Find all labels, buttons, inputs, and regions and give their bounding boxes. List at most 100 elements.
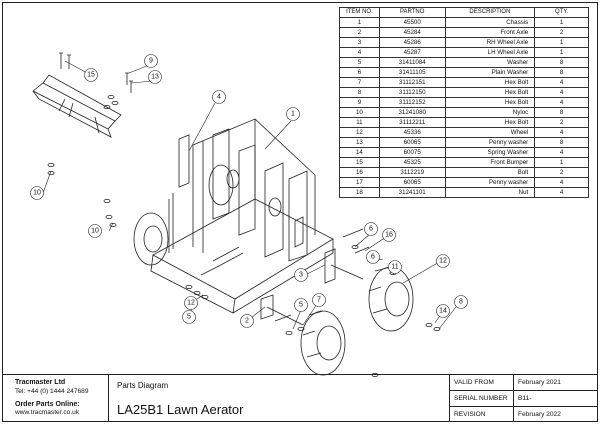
partno-cell: 31241080 bbox=[378, 107, 446, 118]
callout-15: 15 bbox=[87, 72, 95, 79]
callout-11: 11 bbox=[391, 264, 398, 271]
company-name: Tracmaster Ltd bbox=[15, 379, 66, 386]
callout-9: 9 bbox=[149, 58, 153, 65]
front-axle-drawing bbox=[260, 248, 364, 326]
partno-cell: 31112152 bbox=[378, 97, 446, 108]
description-cell: Penny washer bbox=[444, 177, 536, 188]
chassis-drawing bbox=[150, 118, 334, 314]
callout-13: 13 bbox=[151, 74, 159, 81]
order-parts-label: Order Parts Online: bbox=[15, 401, 80, 408]
description-cell: RH Wheel Axle bbox=[444, 37, 536, 48]
meta-label: REVISION bbox=[449, 406, 514, 422]
col-qty: QTY. bbox=[534, 7, 589, 18]
wheels-drawing bbox=[133, 164, 414, 376]
description-cell: Front Bumper bbox=[444, 157, 536, 168]
section-title: Parts Diagram bbox=[117, 381, 169, 390]
partno-cell: 45287 bbox=[378, 47, 446, 58]
description-cell: Nut bbox=[444, 187, 536, 198]
callout-2: 2 bbox=[245, 318, 249, 325]
partno-cell: 45284 bbox=[378, 27, 446, 38]
partno-cell: 45286 bbox=[378, 37, 446, 48]
callout-14: 14 bbox=[439, 308, 447, 315]
meta-value: February 2021 bbox=[513, 375, 597, 392]
item-no-cell: 8 bbox=[339, 87, 380, 98]
item-no-cell: 9 bbox=[339, 97, 380, 108]
callout-5: 5 bbox=[299, 302, 303, 309]
item-no-cell: 2 bbox=[339, 27, 380, 38]
qty-cell: 2 bbox=[534, 27, 589, 38]
qty-cell: 8 bbox=[534, 67, 589, 78]
partno-cell: 31112211 bbox=[378, 117, 446, 128]
description-cell: Wheel bbox=[444, 127, 536, 138]
meta-value: B11- bbox=[513, 390, 597, 407]
item-no-cell: 17 bbox=[339, 177, 380, 188]
qty-cell: 2 bbox=[534, 117, 589, 128]
description-cell: Hex Bolt bbox=[444, 77, 536, 88]
item-no-cell: 11 bbox=[339, 117, 380, 128]
item-no-cell: 7 bbox=[339, 77, 380, 88]
partno-cell: 45500 bbox=[378, 17, 446, 28]
callout-7: 7 bbox=[317, 297, 321, 304]
partno-cell: 31112150 bbox=[378, 87, 446, 98]
title-block: Tracmaster Ltd Tel: +44 (0) 1444 247689 … bbox=[3, 374, 597, 422]
partno-cell: 31112151 bbox=[378, 77, 446, 88]
callout-6-lower: 6 bbox=[371, 254, 375, 261]
item-no-cell: 13 bbox=[339, 137, 380, 148]
callout-6: 6 bbox=[369, 226, 373, 233]
item-no-cell: 18 bbox=[339, 187, 380, 198]
meta-row-valid-from: VALID FROM February 2021 bbox=[449, 375, 597, 392]
item-no-cell: 14 bbox=[339, 147, 380, 158]
qty-cell: 4 bbox=[534, 187, 589, 198]
qty-cell: 4 bbox=[534, 77, 589, 88]
callout-10-left: 10 bbox=[33, 190, 41, 197]
partno-cell: 45325 bbox=[378, 157, 446, 168]
meta-row-serial-number: SERIAL NUMBER B11- bbox=[449, 390, 597, 407]
item-no-cell: 10 bbox=[339, 107, 380, 118]
description-cell: Bolt bbox=[444, 167, 536, 178]
partno-cell: 60075 bbox=[378, 147, 446, 158]
item-no-cell: 5 bbox=[339, 57, 380, 68]
callout-10-lower: 12 bbox=[187, 300, 195, 307]
callout-10-wheel: 10 bbox=[91, 228, 99, 235]
qty-cell: 8 bbox=[534, 137, 589, 148]
partno-cell: 3112219 bbox=[378, 167, 446, 178]
product-title: LA25B1 Lawn Aerator bbox=[117, 402, 244, 417]
partno-cell: 60065 bbox=[378, 137, 446, 148]
website-link[interactable]: www.tracmaster.co.uk bbox=[15, 409, 80, 416]
company-phone: Tel: +44 (0) 1444 247689 bbox=[15, 388, 89, 395]
meta-row-revision: REVISION February 2022 bbox=[449, 406, 597, 422]
callout-4: 4 bbox=[217, 94, 221, 101]
description-cell: Spring Washer bbox=[444, 147, 536, 158]
partno-cell: 45336 bbox=[378, 127, 446, 138]
callout-12: 12 bbox=[439, 258, 447, 265]
qty-cell: 4 bbox=[534, 97, 589, 108]
item-no-cell: 15 bbox=[339, 157, 380, 168]
qty-cell: 8 bbox=[534, 107, 589, 118]
qty-cell: 4 bbox=[534, 177, 589, 188]
partno-cell: 60065 bbox=[378, 177, 446, 188]
item-no-cell: 1 bbox=[339, 17, 380, 28]
description-cell: LH Wheel Axle bbox=[444, 47, 536, 58]
front-bumper-drawing bbox=[32, 74, 122, 138]
revision-table: VALID FROM February 2021 SERIAL NUMBER B… bbox=[449, 375, 597, 422]
description-cell: Front Axle bbox=[444, 27, 536, 38]
qty-cell: 1 bbox=[534, 47, 589, 58]
description-cell: Hex Bolt bbox=[444, 87, 536, 98]
callout-5-lower: 5 bbox=[187, 314, 191, 321]
item-no-cell: 3 bbox=[339, 37, 380, 48]
description-cell: Penny washer bbox=[444, 137, 536, 148]
